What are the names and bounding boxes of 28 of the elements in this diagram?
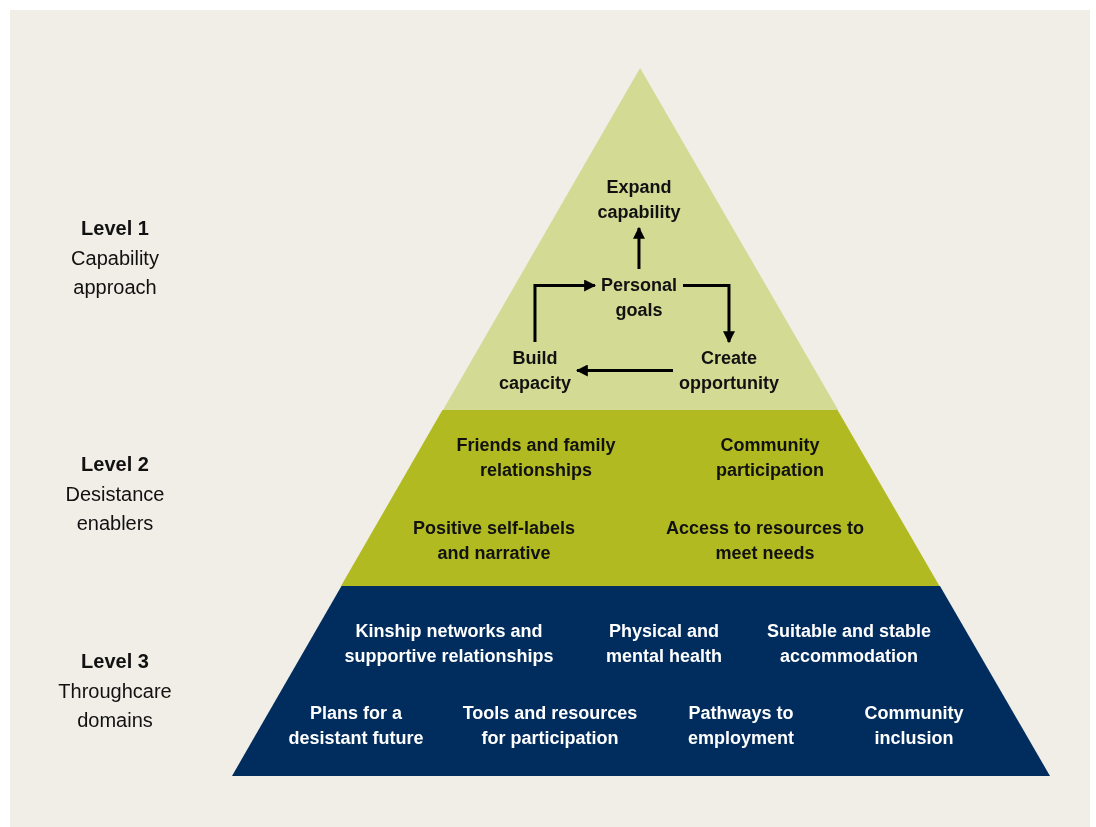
pyramid-band: [341, 410, 940, 586]
node-label: Access to resources to meet needs: [665, 516, 865, 566]
node-label: Plans for a desistant future: [276, 701, 436, 751]
pyramid-top-triangle: [442, 68, 839, 410]
arrow: [633, 226, 645, 269]
level-caption: Throughcare domains: [57, 679, 173, 733]
node-label: Create opportunity: [664, 346, 794, 396]
node-label: Suitable and stable accommodation: [744, 619, 954, 669]
level-heading: Level 3: [80, 649, 150, 674]
arrow: [683, 284, 735, 344]
node-label: Physical and mental health: [594, 619, 734, 669]
level-heading: Level 2: [80, 452, 150, 477]
node-label: Expand capability: [574, 175, 704, 225]
level-heading: Level 1: [80, 216, 150, 241]
node-label: Build capacity: [480, 346, 590, 396]
node-label: Kinship networks and supportive relationships: [324, 619, 574, 669]
pyramid-band: [232, 586, 1050, 776]
node-label: Friends and family relationships: [431, 433, 641, 483]
arrow: [575, 364, 673, 377]
node-label: Tools and resources for participation: [450, 701, 650, 751]
level-caption: Desistance enablers: [64, 482, 166, 536]
node-label: Positive self-labels and narrative: [401, 516, 587, 566]
arrow: [533, 279, 597, 342]
node-label: Personal goals: [584, 273, 694, 323]
node-label: Community participation: [695, 433, 845, 483]
level-caption: Capability approach: [70, 246, 160, 300]
node-label: Pathways to employment: [671, 701, 811, 751]
node-label: Community inclusion: [849, 701, 979, 751]
